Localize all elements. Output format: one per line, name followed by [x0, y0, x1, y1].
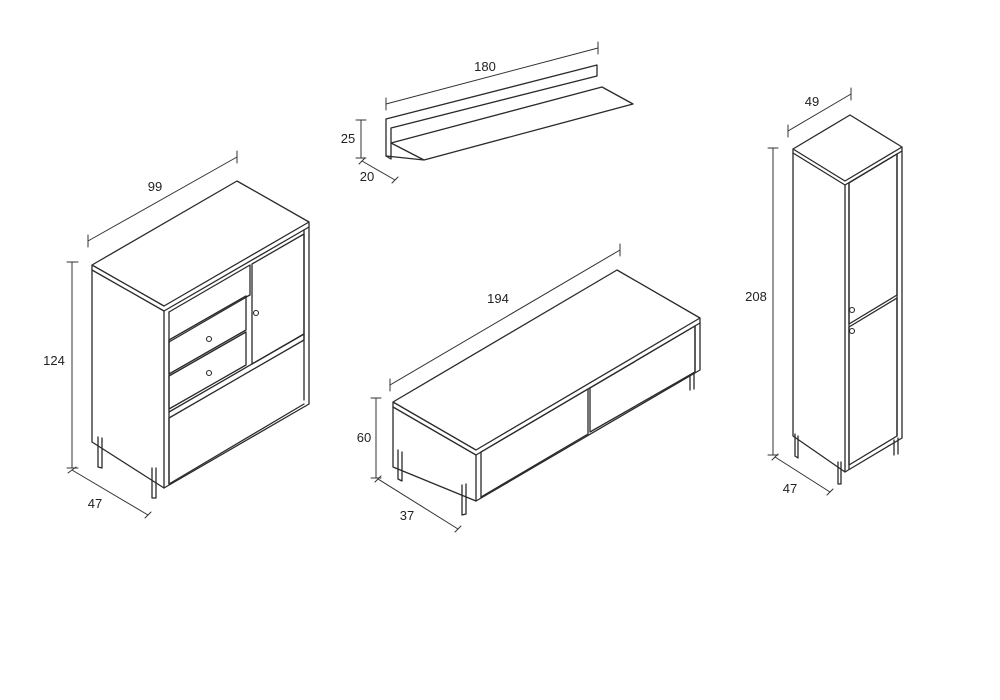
sideboard-legs	[97, 436, 157, 499]
sideboard-drawer-lower	[168, 331, 247, 410]
tall-cabinet-height-label: 208	[745, 289, 767, 304]
wall-shelf: 180 25 20	[341, 41, 634, 184]
shelf-height-label: 25	[341, 131, 355, 146]
sideboard-front-frame	[163, 226, 310, 489]
drawer-knob-icon	[205, 335, 213, 343]
tall-cabinet-legs	[794, 433, 899, 485]
door-knob-icon	[848, 327, 856, 335]
tv-unit-width-label: 194	[487, 291, 509, 306]
tv-unit-sliding-door-left	[480, 388, 589, 498]
tall-cabinet-depth-label: 47	[783, 481, 797, 496]
tv-unit-height-dimension-line	[370, 397, 382, 479]
tall-cabinet-top	[792, 114, 903, 186]
sideboard-depth-label: 47	[88, 496, 102, 511]
shelf-back-panel	[385, 64, 598, 160]
door-knob-icon	[252, 309, 260, 317]
sideboard-side-panel	[91, 269, 165, 489]
sideboard-width-dimension-line	[87, 150, 238, 248]
sideboard-open-niche	[168, 264, 251, 343]
shelf-width-label: 180	[474, 59, 496, 74]
tv-unit-top	[392, 269, 701, 456]
tv-unit-height-label: 60	[357, 430, 371, 445]
shelf-width-dimension-line	[385, 41, 599, 111]
tall-cabinet-height-dimension-line	[767, 147, 779, 456]
tv-unit: 194 60 37	[357, 243, 701, 533]
tall-cabinet-door-upper	[848, 153, 898, 325]
tv-unit-side-panel	[392, 406, 477, 502]
sideboard-width-label: 99	[148, 179, 162, 194]
sideboard: 99 124 47	[43, 150, 310, 519]
tall-cabinet-depth-dimension-line	[771, 453, 834, 496]
shelf-height-dimension-line	[355, 119, 367, 159]
tv-unit-sliding-door-right	[589, 325, 696, 433]
drawer-knob-icon	[205, 369, 213, 377]
sideboard-height-dimension-line	[66, 261, 79, 469]
tall-cabinet-width-label: 49	[805, 94, 819, 109]
shelf-depth-label: 20	[360, 169, 374, 184]
tall-cabinet-side-panel	[792, 152, 846, 473]
tv-unit-width-dimension-line	[389, 243, 621, 392]
tall-cabinet-door-lower	[848, 297, 898, 466]
shelf-board	[385, 86, 634, 161]
tv-unit-depth-dimension-line	[374, 475, 462, 533]
sideboard-depth-dimension-line	[67, 466, 152, 519]
tv-unit-legs	[397, 372, 695, 516]
sideboard-top	[91, 180, 310, 312]
tall-cabinet-width-dimension-line	[787, 87, 852, 138]
tv-unit-depth-label: 37	[400, 508, 414, 523]
sideboard-bottom-compartment	[168, 333, 305, 485]
sideboard-drawer-upper	[168, 295, 247, 375]
sideboard-height-label: 124	[43, 353, 65, 368]
door-knob-icon	[848, 306, 856, 314]
shelf-depth-dimension-line	[358, 157, 399, 184]
tall-cabinet: 49 208 47	[745, 87, 903, 496]
